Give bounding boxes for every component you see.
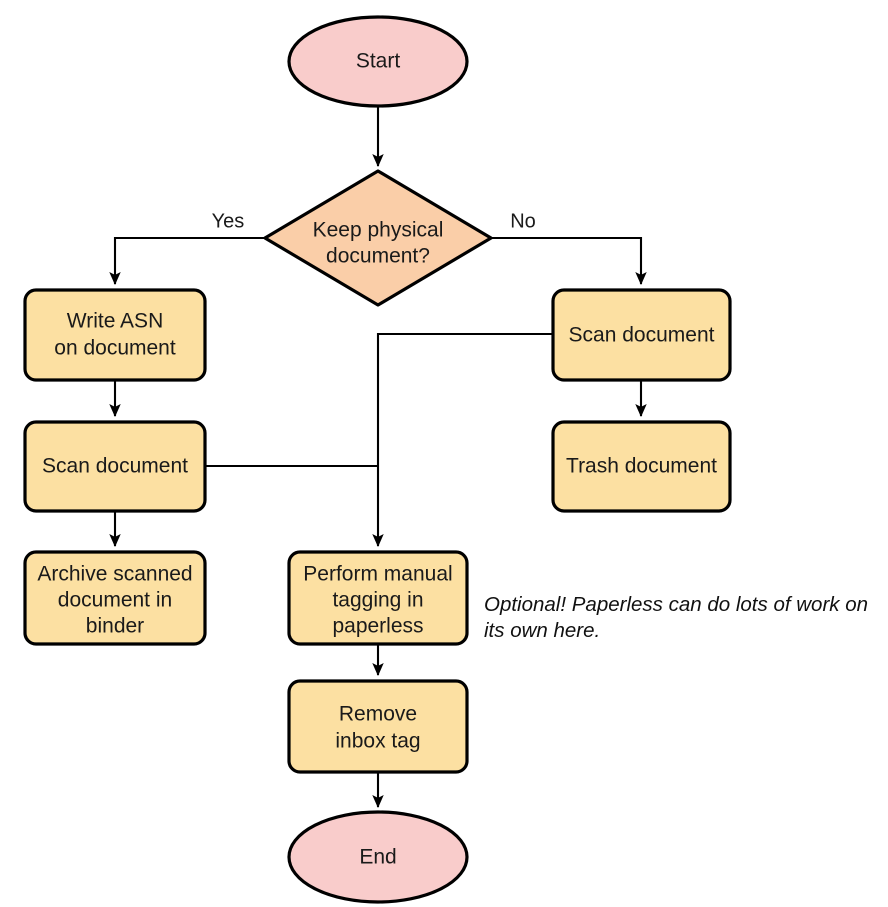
decision-diamond[interactable] — [263, 169, 493, 307]
write-asn-box[interactable] — [23, 288, 207, 382]
paperless-optional-note-line-2: its own here. — [484, 619, 600, 642]
edge-label-layer: Yes No — [212, 210, 536, 232]
end-ellipse[interactable] — [287, 810, 469, 904]
archive-scanned-label-line-1: Archive scanned — [37, 563, 192, 586]
node-remove-inbox-tag[interactable]: Remove inbox tag — [287, 679, 469, 774]
perform-manual-tagging-box[interactable] — [287, 550, 469, 646]
edge-scan-right-to-tagging — [372, 332, 553, 548]
node-perform-manual-tagging-in-paperless[interactable]: Perform manual tagging in paperless — [287, 550, 469, 646]
node-write-asn-on-document[interactable]: Write ASN on document — [23, 288, 207, 382]
decision-label-line-1: Keep physical — [313, 219, 444, 242]
node-scan-document-left[interactable]: Scan document — [23, 420, 207, 513]
node-keep-physical-document[interactable]: Keep physical document? — [263, 169, 493, 307]
scan-document-left-label: Scan document — [42, 455, 188, 478]
remove-inbox-tag-label-line-2: inbox tag — [335, 730, 420, 753]
perform-manual-tagging-label-line-2: tagging in — [332, 589, 423, 612]
remove-inbox-tag-box[interactable] — [287, 679, 469, 774]
perform-manual-tagging-label-line-3: paperless — [332, 615, 423, 638]
trash-document-box[interactable] — [551, 420, 732, 513]
edge-label-no: No — [510, 210, 536, 232]
scan-document-right-label: Scan document — [569, 324, 715, 347]
archive-scanned-label-line-3: binder — [86, 615, 144, 638]
annotation-layer: Optional! Paperless can do lots of work … — [484, 593, 868, 642]
edge-label-yes: Yes — [212, 210, 245, 232]
scan-document-left-box[interactable] — [23, 420, 207, 513]
edge-decision-yes-to-write-asn — [109, 236, 265, 286]
edge-layer — [109, 106, 647, 809]
node-trash-document[interactable]: Trash document — [551, 420, 732, 513]
edge-decision-no-to-scan-right — [491, 236, 647, 286]
remove-inbox-tag-label-line-1: Remove — [339, 703, 417, 726]
start-label: Start — [356, 50, 401, 73]
node-scan-document-right[interactable]: Scan document — [551, 288, 732, 382]
end-label: End — [359, 846, 396, 869]
node-layer: Start Keep physical document? Write ASN … — [23, 15, 732, 904]
archive-scanned-box[interactable] — [23, 550, 207, 646]
write-asn-label-line-1: Write ASN — [67, 310, 163, 333]
trash-document-label: Trash document — [566, 455, 717, 478]
write-asn-label-line-2: on document — [54, 337, 176, 360]
scan-document-right-box[interactable] — [551, 288, 732, 382]
start-ellipse[interactable] — [287, 15, 469, 108]
paperless-optional-note-line-1: Optional! Paperless can do lots of work … — [484, 593, 868, 616]
node-end[interactable]: End — [287, 810, 469, 904]
archive-scanned-label-line-2: document in — [58, 589, 172, 612]
node-start[interactable]: Start — [287, 15, 469, 108]
decision-label-line-2: document? — [326, 245, 430, 268]
perform-manual-tagging-label-line-1: Perform manual — [303, 563, 452, 586]
node-archive-scanned-document-in-binder[interactable]: Archive scanned document in binder — [23, 550, 207, 646]
